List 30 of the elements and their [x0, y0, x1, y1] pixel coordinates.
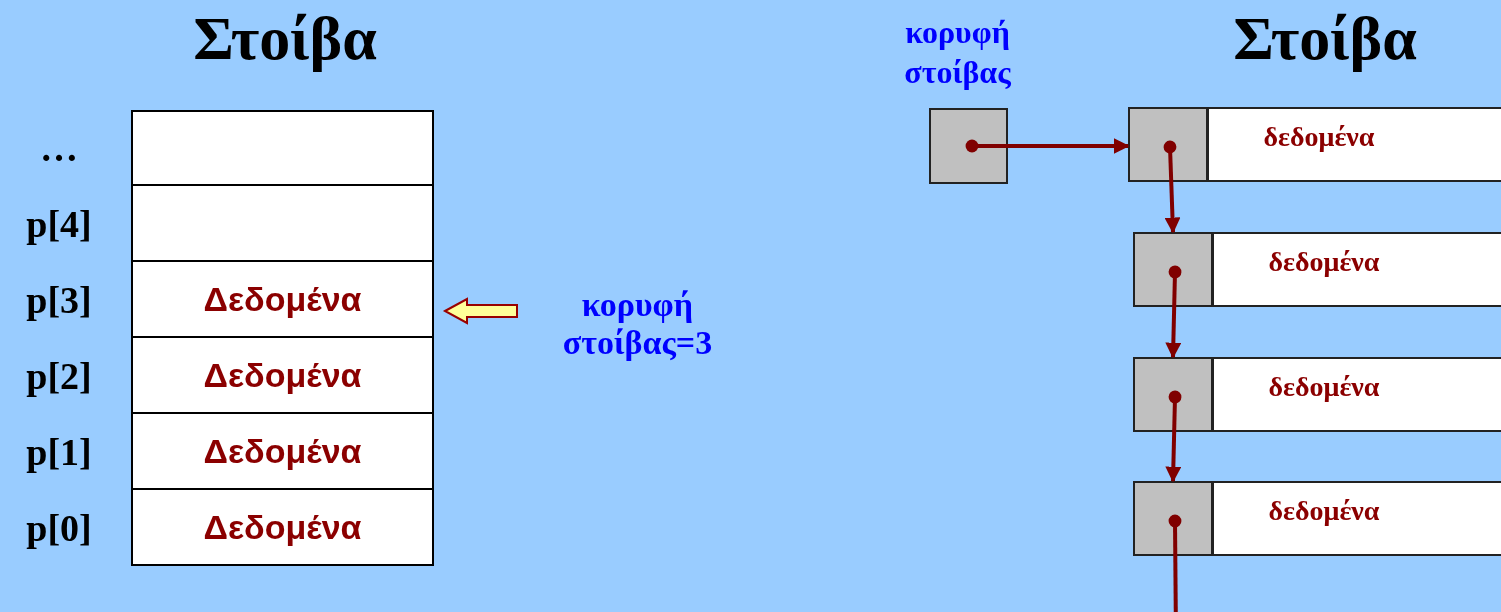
- pointer-label: κορυφή στοίβας: [903, 13, 1012, 92]
- array-cell: Δεδομένα: [131, 414, 434, 490]
- empty-array-cell: [131, 186, 434, 262]
- list-node-box: [1128, 107, 1501, 182]
- pointer-arrow: [1165, 390, 1182, 483]
- array-cell: Δεδομένα: [131, 490, 434, 566]
- list-node-box: [1133, 481, 1501, 556]
- list-node-box: [1133, 357, 1501, 432]
- index-label: p[1]: [25, 430, 93, 475]
- index-label: p[2]: [25, 354, 93, 399]
- data-text: δεδομένα: [1267, 246, 1381, 278]
- block-arrow: [442, 297, 518, 325]
- heading: Στοίβα: [1232, 3, 1418, 74]
- array-cell: Δεδομένα: [131, 262, 434, 338]
- index-label: …: [39, 126, 79, 171]
- data-text: δεδομένα: [1267, 371, 1381, 403]
- array-cell: Δεδομένα: [131, 338, 434, 414]
- pointer-arrow: [965, 138, 1130, 154]
- pointer-arrow: [1165, 265, 1182, 359]
- list-node-box: [1133, 232, 1501, 307]
- pointer-arrow: [1167, 514, 1184, 612]
- empty-array-cell: [131, 110, 434, 186]
- pointer-arrow: [1163, 140, 1181, 234]
- data-text: δεδομένα: [1262, 121, 1376, 153]
- index-label: p[0]: [25, 506, 93, 551]
- heading: Στοίβα: [192, 3, 378, 74]
- index-label: p[4]: [25, 202, 93, 247]
- index-label: p[3]: [25, 278, 93, 323]
- pointer-label: κορυφή στοίβας=3: [535, 286, 740, 366]
- data-text: δεδομένα: [1267, 495, 1381, 527]
